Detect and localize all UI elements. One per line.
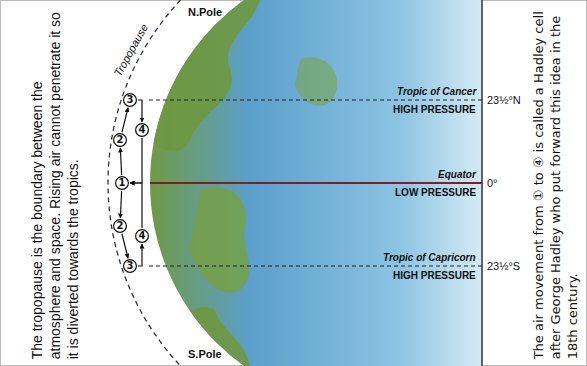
- air-flow-arrow: [130, 183, 142, 228]
- tropopause-label: Tropopause: [112, 22, 151, 78]
- tropic-line: [146, 99, 482, 100]
- air-flow-arrow: [138, 244, 142, 266]
- latitude-name: Equator: [438, 169, 476, 180]
- explanation-text: The tropopause is the boundary between t…: [28, 7, 83, 359]
- latitude-value: 23½°N: [487, 94, 521, 106]
- land-mass: [190, 187, 249, 292]
- latitude-name: Equator: [438, 168, 476, 181]
- air-flow-arrow: [130, 138, 142, 183]
- caption-text: The air movement from ① to ④ is called a…: [531, 7, 582, 359]
- latitude-name: Tropic of Cancer: [397, 86, 476, 97]
- air-flow-arrow: [122, 234, 128, 258]
- earth-surface: [140, 0, 482, 366]
- air-flow-arrow: [120, 148, 121, 175]
- latitude-name: Tropic of Capricorn: [383, 252, 476, 263]
- callout-circle: 1: [115, 176, 129, 190]
- tropopause-label: Tropopause: [111, 21, 152, 79]
- air-flow-arrow: [122, 108, 128, 132]
- latitude-value: 23½°S: [487, 259, 520, 273]
- air-flow-arrow: [120, 191, 121, 218]
- air-flow-arrow: [138, 100, 142, 122]
- equator-line: [150, 182, 482, 184]
- pressure-label: HIGH PRESSURE: [393, 270, 476, 281]
- land-mass: [150, 307, 250, 366]
- latitude-value: 23½°S: [487, 260, 520, 272]
- callout-number: 3: [123, 93, 137, 107]
- callout-circle: 4: [135, 123, 149, 137]
- callout-number: 2: [113, 219, 127, 233]
- pressure-label: LOW PRESSURE: [395, 187, 476, 198]
- callout-number: 1: [115, 176, 129, 190]
- tropic-line: [146, 265, 482, 266]
- pressure-label: HIGH PRESSURE: [393, 103, 476, 116]
- caption-text: The air movement from ① to ④ is called a…: [531, 11, 580, 359]
- pole-label: N.Pole: [188, 5, 222, 19]
- callout-circle: 2: [113, 133, 127, 147]
- land-mass: [295, 57, 337, 106]
- pole-label: N.Pole: [188, 6, 222, 18]
- callout-number: 2: [113, 133, 127, 147]
- callout-number: 3: [123, 259, 137, 273]
- pressure-label: HIGH PRESSURE: [393, 269, 476, 282]
- callout-circle: 2: [113, 219, 127, 233]
- pole-label: S.Pole: [188, 348, 222, 360]
- callout-circle: 4: [135, 229, 149, 243]
- latitude-name: Tropic of Cancer: [397, 85, 476, 98]
- land-mass: [150, 0, 260, 152]
- callout-circle: 3: [123, 93, 137, 107]
- tropopause-line: [108, 0, 482, 366]
- callout-number: 4: [135, 123, 149, 137]
- callout-number: 4: [135, 229, 149, 243]
- pressure-label: HIGH PRESSURE: [393, 104, 476, 115]
- latitude-name: Tropic of Capricorn: [383, 251, 476, 264]
- explanation-text: The tropopause is the boundary between t…: [29, 12, 81, 359]
- pole-label: S.Pole: [188, 347, 222, 361]
- pressure-label: LOW PRESSURE: [395, 186, 476, 199]
- callout-circle: 3: [123, 259, 137, 273]
- latitude-value: 23½°N: [487, 93, 521, 107]
- latitude-value: 0°: [487, 176, 498, 190]
- latitude-value: 0°: [487, 177, 498, 189]
